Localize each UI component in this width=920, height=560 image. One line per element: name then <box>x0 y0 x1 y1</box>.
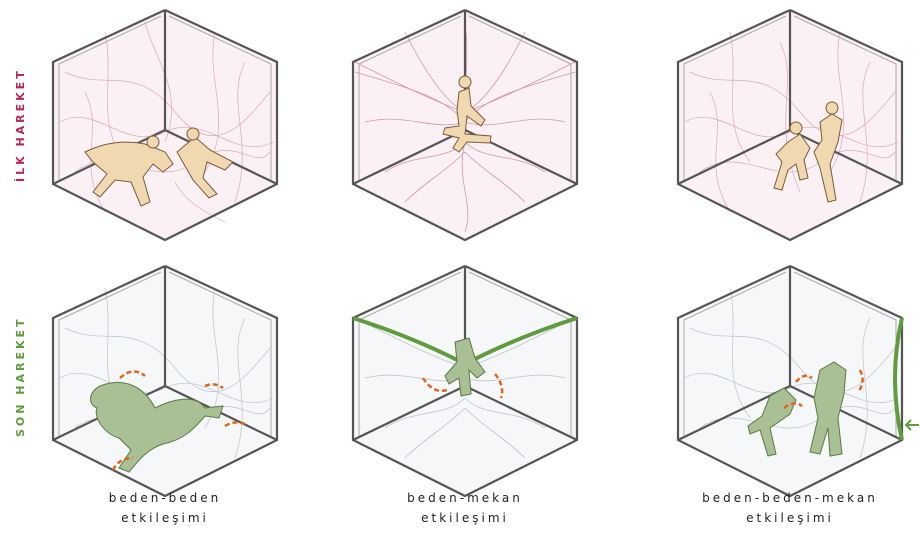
row-label-first-movement: İLK HAREKET <box>14 68 27 182</box>
cube-first-body-body-drawing <box>51 9 279 242</box>
caption-body-space: beden-mekan etkileşimi <box>345 488 585 528</box>
cube-last-body-space <box>345 258 585 508</box>
caption-body-body-line1: beden-beden <box>108 491 222 505</box>
caption-body-body-space-line1: beden-beden-mekan <box>702 491 878 505</box>
cube-first-body-space <box>345 2 585 252</box>
caption-body-body: beden-beden etkileşimi <box>45 488 285 528</box>
cube-first-body-space-drawing <box>351 9 579 242</box>
cube-last-body-body-drawing <box>51 265 279 498</box>
cube-first-body-body <box>45 2 285 252</box>
cube-last-body-body <box>45 258 285 508</box>
caption-body-space-line2: etkileşimi <box>421 511 509 525</box>
row-label-last-movement: SON HAREKET <box>14 316 27 438</box>
cube-last-body-space-drawing <box>351 265 579 498</box>
caption-body-body-space: beden-beden-mekan etkileşimi <box>670 488 910 528</box>
caption-body-body-space-line2: etkileşimi <box>746 511 834 525</box>
caption-body-body-line2: etkileşimi <box>121 511 209 525</box>
cube-first-body-body-space-drawing <box>676 9 904 242</box>
cube-last-body-body-space <box>670 258 910 508</box>
cube-first-body-body-space <box>670 2 910 252</box>
caption-body-space-line1: beden-mekan <box>407 491 523 505</box>
side-arrow-icon <box>902 418 920 432</box>
cube-last-body-body-space-drawing <box>676 265 904 498</box>
